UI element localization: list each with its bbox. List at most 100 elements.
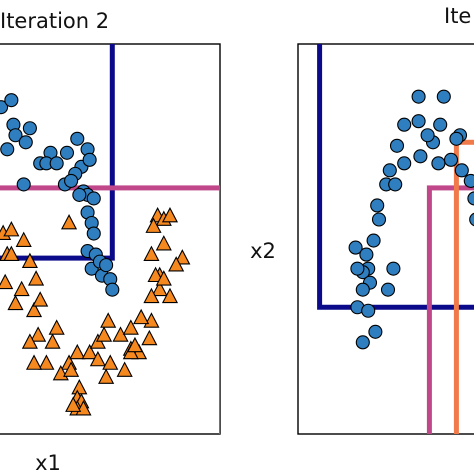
data-point-circle [443, 152, 459, 167]
data-point-circle [411, 89, 426, 104]
data-point-triangle [25, 354, 43, 370]
data-point-triangle [21, 252, 38, 269]
region-box-magenta [426, 185, 474, 434]
data-point-triangle [122, 319, 139, 335]
data-point-triangle [28, 270, 45, 286]
data-point-triangle [32, 291, 49, 307]
data-point-circle [389, 138, 405, 153]
data-point-triangle [168, 256, 185, 272]
data-point-circle [359, 247, 374, 262]
region-box-orange [453, 139, 474, 434]
data-point-circle [49, 156, 64, 171]
data-point-triangle [7, 294, 24, 311]
data-point-triangle [81, 343, 98, 360]
region-box-magenta [0, 185, 220, 434]
data-point-triangle [65, 396, 82, 412]
data-point-triangle [60, 214, 78, 230]
data-point-triangle [63, 361, 80, 377]
data-point-circle [348, 240, 363, 255]
region-box-navy [0, 44, 115, 261]
data-point-triangle [3, 221, 20, 237]
data-point-circle [8, 128, 23, 143]
data-point-circle [86, 226, 101, 241]
data-point-triangle [174, 249, 191, 265]
data-point-circle [411, 114, 426, 129]
data-point-triangle [155, 235, 172, 251]
data-point-triangle [25, 301, 43, 318]
data-point-triangle [143, 245, 160, 262]
data-point-circle [366, 233, 381, 248]
data-point-circle [463, 173, 474, 188]
data-point-circle [0, 142, 15, 157]
data-point-circle [467, 191, 474, 206]
data-point-circle [355, 335, 370, 350]
data-point-triangle [21, 333, 38, 349]
panel-iteration-3: Ite [297, 4, 474, 435]
x-axis-label: x1 [35, 451, 61, 474]
data-point-triangle [96, 326, 113, 342]
data-point-triangle [30, 326, 47, 342]
data-point-triangle [13, 280, 30, 297]
data-point-triangle [48, 319, 65, 335]
data-point-triangle [89, 350, 106, 367]
data-point-triangle [71, 378, 88, 395]
data-point-circle [380, 282, 396, 297]
data-point-circle [431, 156, 446, 171]
data-point-circle [370, 198, 385, 213]
data-point-triangle [133, 308, 150, 325]
data-point-triangle [98, 368, 115, 384]
y-axis-label: x2 [250, 239, 276, 263]
data-point-triangle [141, 329, 158, 346]
data-point-circle [433, 117, 448, 132]
data-point-triangle [143, 287, 160, 304]
data-point-circle [22, 121, 37, 136]
data-point-triangle [116, 361, 133, 377]
data-point-triangle [3, 245, 20, 262]
data-point-triangle [126, 336, 144, 353]
axes-frame [297, 43, 474, 435]
panel-title: Ite [444, 4, 471, 28]
plot-area [317, 44, 474, 434]
data-point-circle [350, 261, 365, 276]
data-point-circle [64, 173, 79, 188]
data-point-triangle [0, 273, 14, 290]
data-point-triangle [44, 333, 61, 349]
data-point-circle [436, 89, 451, 104]
data-point-circle [454, 163, 469, 178]
data-point-circle [99, 258, 114, 273]
plot-area [0, 44, 220, 434]
data-point-circle [82, 152, 97, 167]
data-point-circle [386, 261, 401, 276]
data-point-triangle [102, 354, 119, 370]
data-point-triangle [145, 217, 162, 233]
data-point-circle [469, 212, 474, 227]
data-point-triangle [161, 287, 179, 304]
data-point-circle [449, 131, 464, 146]
data-point-circle [397, 156, 412, 171]
data-point-circle [397, 117, 412, 132]
data-point-triangle [100, 312, 117, 328]
data-point-triangle [155, 270, 172, 286]
data-point-triangle [161, 207, 179, 223]
data-point-triangle [151, 280, 168, 297]
data-point-circle [382, 163, 397, 178]
data-point-circle [59, 145, 75, 160]
region-box-navy [317, 44, 474, 310]
data-point-triangle [69, 343, 86, 360]
data-point-circle [388, 177, 403, 192]
data-point-circle [420, 128, 435, 143]
panel-iteration-2: Iteration 2 x1 [0, 9, 221, 474]
data-point-circle [355, 282, 370, 297]
data-point-circle [70, 131, 85, 146]
data-point-circle [368, 324, 383, 339]
panel-title: Iteration 2 [0, 9, 109, 33]
data-point-circle [72, 187, 87, 202]
data-point-triangle [147, 266, 164, 283]
data-point-circle [86, 191, 101, 206]
data-point-circle [16, 177, 31, 192]
data-point-circle [4, 93, 19, 108]
data-point-circle [18, 135, 33, 150]
data-point-triangle [38, 354, 55, 370]
data-point-circle [371, 212, 387, 227]
